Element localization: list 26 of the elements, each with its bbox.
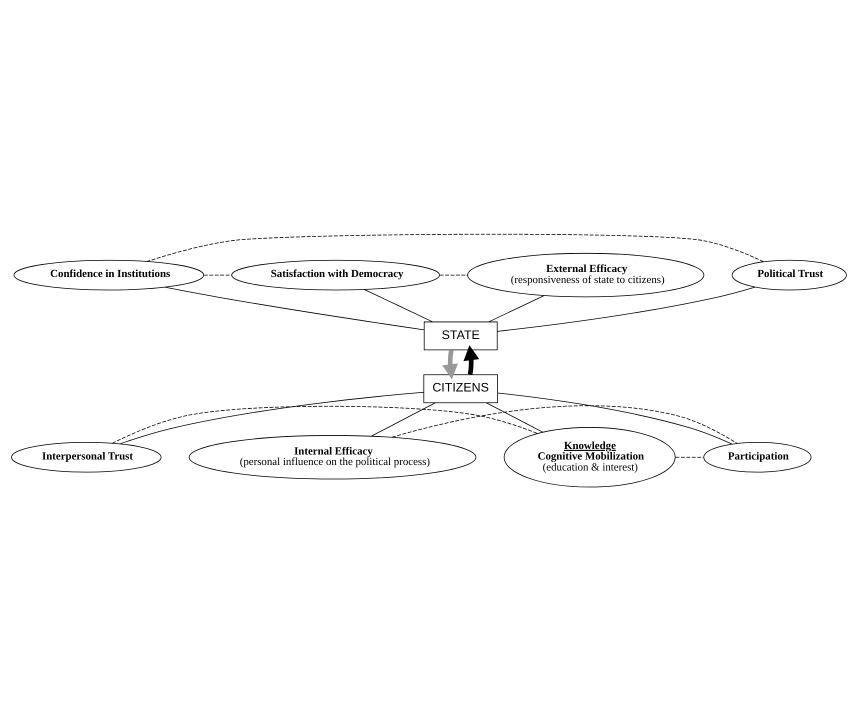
connector [146,233,764,262]
connector [203,274,232,275]
connector [488,294,544,322]
node-ellipse: Knowledge Cognitive Mobilization (education & interest) [504,426,676,487]
connector [675,456,704,458]
connector [497,392,732,444]
node-box: CITIZENS [423,374,498,403]
connector [364,288,434,322]
connector [164,286,425,330]
arrow [463,344,480,374]
arrow [442,349,458,379]
node-ellipse: Satisfaction with Democracy [231,259,440,290]
node-ellipse: Confidence in Institutions [14,259,204,290]
node-ellipse: External Efficacy (responsiveness of state to citizens) [467,252,704,297]
connector [119,391,424,444]
node-ellipse: Political Trust [732,259,847,290]
node-box: STATE [424,321,498,350]
connector [439,274,468,275]
connector [112,405,538,444]
node-ellipse: Participation [703,441,812,472]
node-ellipse: Interpersonal Trust [11,441,162,472]
connector [392,404,738,444]
connector [497,286,756,332]
node-ellipse: Internal Efficacy (personal influence on the political process) [188,434,476,479]
connector [486,402,544,432]
connector [371,402,436,436]
